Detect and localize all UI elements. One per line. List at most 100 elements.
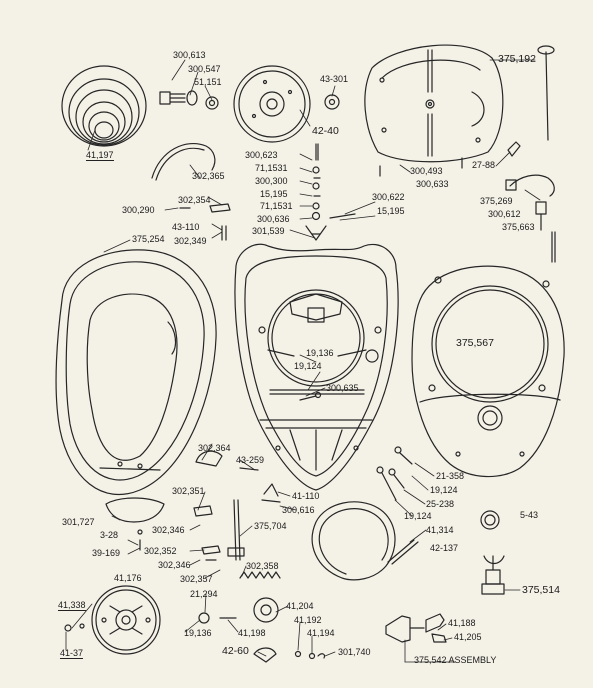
curved-spring-drawing [151, 142, 216, 181]
small-parts-left-drawing [137, 505, 221, 561]
screws-under-cover-drawing [379, 157, 463, 177]
part-label: 300,633 [416, 179, 449, 189]
central-housing-drawing [234, 243, 399, 491]
star-washer-drawing [324, 94, 340, 110]
part-label: 41,338 [58, 600, 86, 611]
part-label: 300,612 [488, 209, 521, 219]
latch-drawing [195, 450, 259, 471]
top-cover-drawing [364, 44, 504, 163]
part-label: 51,151 [194, 77, 222, 87]
part-label: 300,493 [410, 166, 443, 176]
part-label: 375,567 [456, 337, 494, 349]
part-label: 15,195 [377, 206, 405, 216]
part-label: 3-28 [100, 530, 119, 540]
bottom-small-parts-drawing [198, 597, 326, 663]
part-label: 375,704 [254, 521, 287, 531]
ring-drawing [480, 510, 500, 530]
part-label: 302,346 [158, 560, 191, 570]
part-label: 41,204 [286, 601, 314, 611]
part-label: 41,314 [426, 525, 454, 535]
part-label: 19,124 [404, 511, 432, 521]
part-label: 300,547 [188, 64, 221, 74]
part-label: 301,727 [62, 517, 95, 527]
part-label: 21,294 [190, 589, 218, 599]
part-label: 25-238 [426, 499, 455, 509]
part-label: 39-169 [92, 548, 121, 558]
part-label: 375,663 [502, 222, 535, 232]
coil-spring-small-drawing [239, 571, 281, 579]
part-label: 302,346 [152, 525, 185, 535]
bottom-plate-drawing [411, 265, 565, 478]
handle-assembly-drawing [385, 613, 447, 643]
part-label: 375,542 ASSEMBLY [414, 655, 497, 665]
part-label: 375,269 [480, 196, 513, 206]
part-label: 43-301 [320, 74, 349, 84]
part-label: 42-40 [312, 125, 339, 137]
spring-clip-drawing [261, 483, 281, 503]
bolt-washer-drawing [159, 90, 219, 110]
part-label: 302,352 [144, 546, 177, 556]
shield-drawing [105, 497, 165, 523]
part-label: 300,290 [122, 205, 155, 215]
part-label: 300,622 [372, 192, 405, 202]
part-label: 375,254 [132, 234, 165, 244]
part-label: 19,136 [184, 628, 212, 638]
part-label: 300,635 [326, 383, 359, 393]
left-liner-drawing [55, 249, 217, 496]
long-pin-drawing [537, 45, 555, 141]
part-label: 41,188 [448, 618, 476, 628]
part-label: 302,354 [178, 195, 211, 205]
part-label: 43-110 [172, 222, 200, 232]
part-label: 15,195 [260, 189, 288, 199]
cord-clip-drawing [299, 391, 322, 401]
part-label: 19,124 [294, 361, 322, 371]
part-label: 41,198 [238, 628, 266, 638]
part-label: 302,357 [180, 574, 213, 584]
wire-fitting-drawing [505, 174, 556, 263]
part-label: 302,365 [192, 171, 225, 181]
part-label: 71,1531 [260, 201, 293, 211]
part-label: 42-60 [222, 645, 249, 657]
cord-drawing [311, 501, 419, 581]
part-label: 21-358 [436, 471, 465, 481]
part-label: 300,616 [282, 505, 315, 515]
spring-stack-drawing [61, 65, 147, 147]
part-label: 41-110 [292, 491, 320, 501]
part-label: 301,539 [252, 226, 285, 236]
part-label: 41-37 [60, 648, 84, 659]
part-label: 41,194 [307, 628, 335, 638]
part-label: 5-43 [520, 510, 539, 520]
leader-lines [65, 59, 541, 663]
part-label: 43-259 [236, 455, 265, 465]
part-label: 300,636 [257, 214, 290, 224]
bracket-small-drawing [179, 203, 231, 241]
part-label: 27-88 [472, 160, 496, 170]
rotor-disc-drawing [233, 65, 311, 143]
part-label: 302,358 [246, 561, 279, 571]
part-label: 302,349 [174, 236, 207, 246]
part-label: 375,514 [522, 584, 560, 596]
part-label: 71,1531 [255, 163, 288, 173]
rod-drawing [227, 499, 245, 561]
pulley-drawing [64, 585, 161, 655]
part-label: 300,300 [255, 176, 288, 186]
part-label: 41,176 [114, 573, 142, 583]
part-label: 300,613 [173, 50, 206, 60]
part-label: 19,124 [430, 485, 458, 495]
elbow-fitting-drawing [507, 141, 521, 157]
part-label: 375,192 [498, 53, 536, 65]
part-label: 42-137 [430, 543, 459, 553]
part-label: 301,740 [338, 647, 371, 657]
float-drawing [481, 555, 505, 595]
part-label: 41,205 [454, 632, 482, 642]
pins-right-drawing [376, 446, 413, 501]
part-label: 19,136 [306, 348, 334, 358]
part-label: 302,364 [198, 443, 231, 453]
part-label: 302,351 [172, 486, 205, 496]
part-label: 300,623 [245, 150, 278, 160]
part-label: 41,197 [86, 150, 114, 161]
pin-stack-drawing [305, 143, 356, 241]
part-label: 41,192 [294, 615, 322, 625]
